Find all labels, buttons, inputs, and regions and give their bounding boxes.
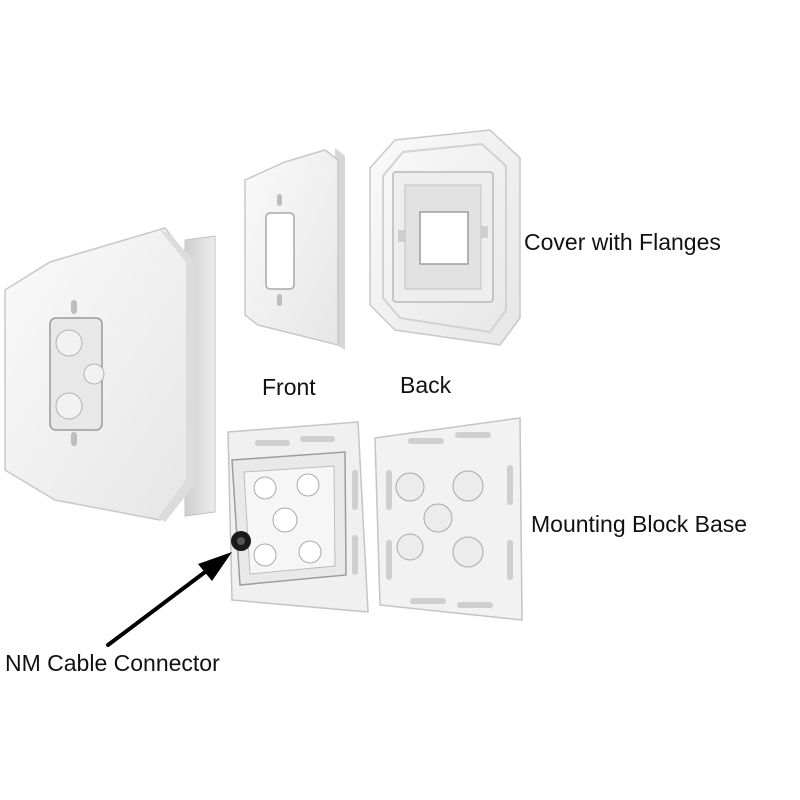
- label-cover-with-flanges: Cover with Flanges: [524, 229, 721, 255]
- label-front: Front: [262, 374, 316, 400]
- label-back: Back: [400, 372, 452, 398]
- mounting-base-front: [227, 421, 369, 613]
- assembled-mounting-block: [4, 227, 216, 522]
- label-mounting-block-base: Mounting Block Base: [531, 511, 748, 537]
- mounting-base-back: [374, 417, 523, 621]
- cover-back: [369, 129, 521, 346]
- cover-front: [244, 148, 345, 350]
- label-nm-cable-connector: NM Cable Connector: [5, 650, 220, 676]
- arrow-icon: [106, 552, 232, 647]
- nm-cable-connector-part: [231, 531, 251, 551]
